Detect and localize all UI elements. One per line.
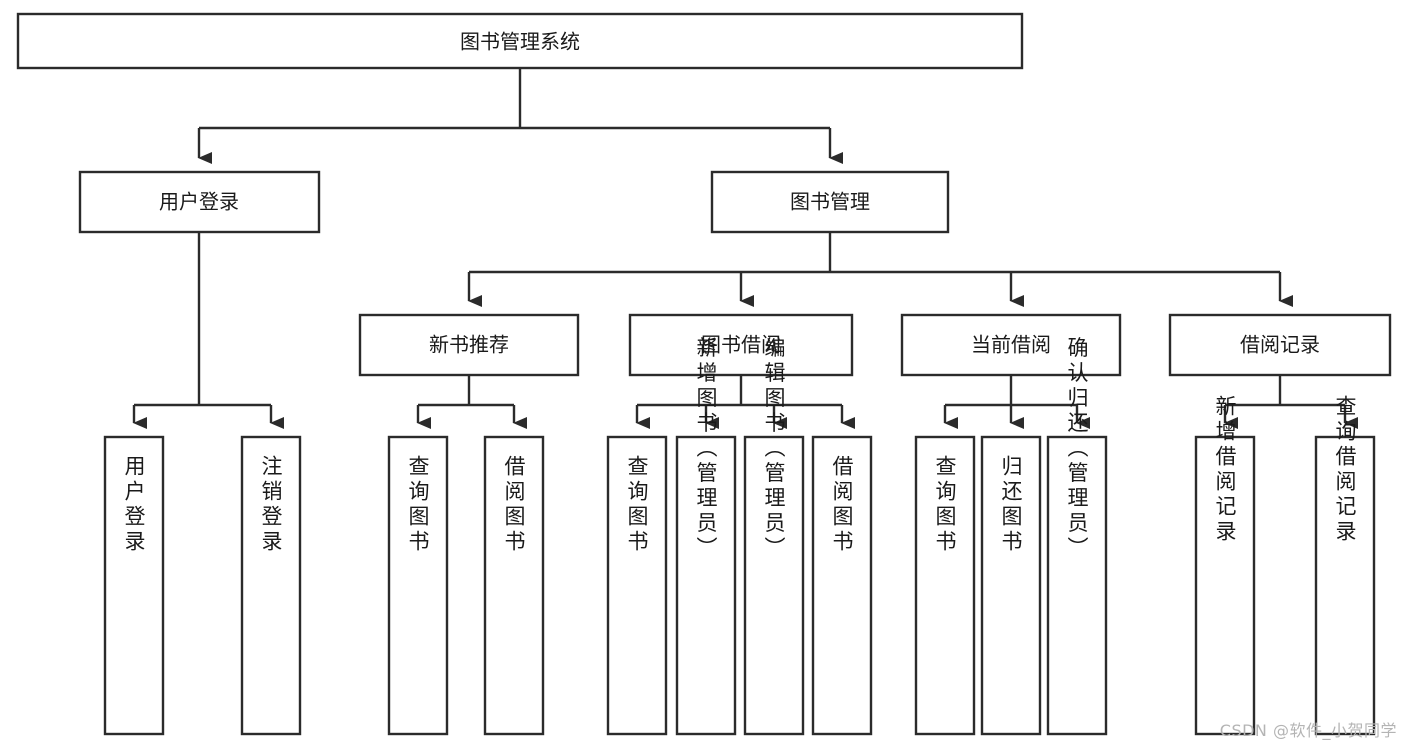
leaf-add-record-label: 新增借阅记录 <box>1213 395 1237 545</box>
leaf-confirm-return-box[interactable] <box>1046 435 1108 736</box>
leaf-add-record-box[interactable] <box>1194 435 1256 736</box>
node-current-borrow-label: 当前借阅 <box>971 333 1051 357</box>
leaf-query-record-label: 查询借阅记录 <box>1333 395 1357 545</box>
leaf-user-logout[interactable]: 注销登录 <box>240 435 302 736</box>
node-borrow-record-box[interactable] <box>1168 313 1392 377</box>
leaf-borrow-book-1[interactable]: 借阅图书 <box>483 435 545 736</box>
leaf-query-book-1-box[interactable] <box>387 435 449 736</box>
leaf-add-record[interactable]: 新增借阅记录 <box>1194 395 1256 736</box>
leaf-add-book-box[interactable] <box>675 435 737 736</box>
node-user-login-label: 用户登录 <box>159 190 239 214</box>
node-new-book-recommend[interactable]: 新书推荐 <box>358 313 580 377</box>
leaf-return-book-label: 归还图书 <box>999 455 1023 555</box>
leaf-borrow-book-1-box[interactable] <box>483 435 545 736</box>
leaf-add-book-label: 新增图书（管理员） <box>694 337 718 562</box>
node-user-login[interactable]: 用户登录 <box>78 170 321 234</box>
leaf-edit-book-box[interactable] <box>743 435 805 736</box>
leaf-borrow-book-1-label: 借阅图书 <box>502 455 526 555</box>
node-new-book-recommend-label: 新书推荐 <box>429 333 509 357</box>
node-book-manage-box[interactable] <box>710 170 950 234</box>
leaf-confirm-return[interactable]: 确认归还（管理员） <box>1046 337 1108 736</box>
leaf-query-book-2[interactable]: 查询图书 <box>606 435 668 736</box>
leaf-query-book-1[interactable]: 查询图书 <box>387 435 449 736</box>
leaf-borrow-book-2-box[interactable] <box>811 435 873 736</box>
leaf-query-record-box[interactable] <box>1314 435 1376 736</box>
leaf-return-book[interactable]: 归还图书 <box>980 435 1042 736</box>
leaf-add-book[interactable]: 新增图书（管理员） <box>675 337 737 736</box>
leaf-user-login-box[interactable] <box>103 435 165 736</box>
leaf-user-logout-box[interactable] <box>240 435 302 736</box>
leaf-edit-book-label: 编辑图书（管理员） <box>762 337 786 562</box>
node-book-borrow-label: 图书借阅 <box>701 333 781 357</box>
leaf-edit-book[interactable]: 编辑图书（管理员） <box>743 337 805 736</box>
node-current-borrow-box[interactable] <box>900 313 1122 377</box>
node-borrow-record[interactable]: 借阅记录 <box>1168 313 1392 377</box>
leaf-query-book-3-label: 查询图书 <box>933 455 957 555</box>
leaf-user-login[interactable]: 用户登录 <box>103 435 165 736</box>
leaf-query-book-3[interactable]: 查询图书 <box>914 435 976 736</box>
node-user-login-box[interactable] <box>78 170 321 234</box>
node-book-borrow-box[interactable] <box>628 313 854 377</box>
node-book-manage-label: 图书管理 <box>790 190 870 214</box>
node-book-manage[interactable]: 图书管理 <box>710 170 950 234</box>
leaf-query-book-1-label: 查询图书 <box>406 455 430 555</box>
leaf-user-login-label: 用户登录 <box>122 455 146 555</box>
node-current-borrow[interactable]: 当前借阅 <box>900 313 1122 377</box>
node-root-label: 图书管理系统 <box>460 30 580 54</box>
leaf-confirm-return-label: 确认归还（管理员） <box>1065 337 1089 562</box>
node-new-book-recommend-box[interactable] <box>358 313 580 377</box>
node-root-box[interactable] <box>16 12 1024 70</box>
leaf-borrow-book-2-label: 借阅图书 <box>830 455 854 555</box>
leaf-query-book-3-box[interactable] <box>914 435 976 736</box>
connector-layer <box>132 68 1358 429</box>
node-book-borrow[interactable]: 图书借阅 <box>628 313 854 377</box>
leaf-user-logout-label: 注销登录 <box>259 455 283 555</box>
leaf-return-book-box[interactable] <box>980 435 1042 736</box>
leaf-borrow-book-2[interactable]: 借阅图书 <box>811 435 873 736</box>
node-root[interactable]: 图书管理系统 <box>16 12 1024 70</box>
leaf-query-record[interactable]: 查询借阅记录 <box>1314 395 1376 736</box>
leaf-query-book-2-label: 查询图书 <box>625 455 649 555</box>
leaf-query-book-2-box[interactable] <box>606 435 668 736</box>
node-borrow-record-label: 借阅记录 <box>1240 333 1320 357</box>
